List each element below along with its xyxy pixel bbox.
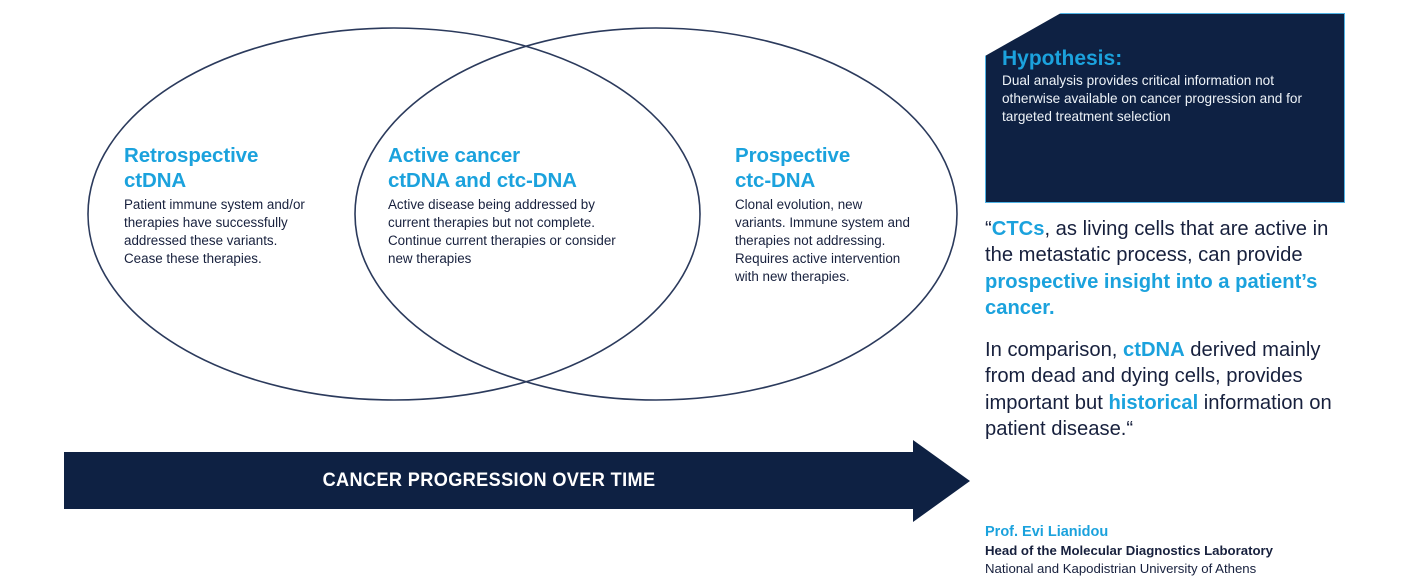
hypothesis-content: Hypothesis: Dual analysis provides criti… bbox=[1002, 46, 1327, 126]
quote-p1-segment-a: , as living cells that are active in the… bbox=[985, 218, 1329, 267]
venn-title-retrospective-line2: ctDNA bbox=[124, 169, 187, 193]
progression-arrow-label: CANCER PROGRESSION OVER TIME bbox=[322, 469, 656, 491]
attribution-organization: National and Kapodistrian University of … bbox=[985, 560, 1257, 576]
hypothesis-text: Dual analysis provides critical informat… bbox=[1002, 73, 1302, 125]
hypothesis-callout-box bbox=[985, 13, 1345, 203]
quote-attribution: Prof. Evi Lianidou Head of the Molecular… bbox=[985, 523, 1365, 577]
quote-p2-segment-b: derived mainly from dead and dying cells… bbox=[985, 339, 1321, 414]
venn-region-active: Active cancer ctDNA and ctc-DNA Active d… bbox=[388, 143, 638, 268]
venn-title-retrospective-line1: Retrospective bbox=[124, 144, 259, 167]
venn-title-prospective: Prospective ctc-DNA bbox=[735, 143, 915, 194]
venn-region-retrospective: Retrospective ctDNA Patient immune syste… bbox=[124, 143, 309, 268]
venn-title-prospective-line1: Prospective bbox=[735, 144, 851, 167]
venn-body-prospective: Clonal evolution, new variants. Immune s… bbox=[735, 196, 910, 284]
quote-term-historical: historical bbox=[1108, 391, 1199, 414]
venn-ellipse-right bbox=[354, 27, 958, 401]
venn-body-active: Active disease being addressed by curren… bbox=[388, 196, 616, 266]
quote-term-prospective-insight: prospective insight into a patient’s can… bbox=[985, 270, 1318, 319]
venn-title-active-line2: ctDNA and ctc-DNA bbox=[388, 169, 577, 193]
quote-term-ctcs: CTCs bbox=[991, 218, 1045, 240]
quote-open-quote: “ bbox=[985, 218, 992, 240]
right-panel: Hypothesis: Dual analysis provides criti… bbox=[985, 0, 1385, 588]
venn-title-active: Active cancer ctDNA and ctc-DNA bbox=[388, 143, 638, 194]
quote-term-ctdna: ctDNA bbox=[1123, 339, 1185, 361]
attribution-role: Head of the Molecular Diagnostics Labora… bbox=[985, 543, 1273, 559]
venn-title-active-line1: Active cancer bbox=[388, 144, 521, 167]
venn-circles-svg bbox=[87, 27, 958, 401]
attribution-name: Prof. Evi Lianidou bbox=[985, 524, 1109, 540]
progression-arrow-icon bbox=[64, 440, 970, 522]
quote-paragraph-1: “CTCs, as living cells that are active i… bbox=[985, 216, 1351, 321]
venn-diagram-panel: Retrospective ctDNA Patient immune syste… bbox=[64, 27, 970, 522]
venn-title-retrospective: Retrospective ctDNA bbox=[124, 143, 309, 194]
quote-p2-segment-c: information on patient disease.“ bbox=[985, 391, 1332, 440]
quote-p2-segment-a: In comparison, bbox=[985, 339, 1124, 361]
venn-ellipse-left bbox=[87, 27, 701, 401]
quote-paragraph-2: In comparison, ctDNA derived mainly from… bbox=[985, 337, 1351, 442]
hypothesis-title: Hypothesis: bbox=[1002, 47, 1123, 70]
venn-title-prospective-line2: ctc-DNA bbox=[735, 169, 816, 193]
venn-region-prospective: Prospective ctc-DNA Clonal evolution, ne… bbox=[735, 143, 915, 286]
venn-body-retrospective: Patient immune system and/or therapies h… bbox=[124, 196, 305, 266]
quote-block: “CTCs, as living cells that are active i… bbox=[985, 216, 1351, 458]
